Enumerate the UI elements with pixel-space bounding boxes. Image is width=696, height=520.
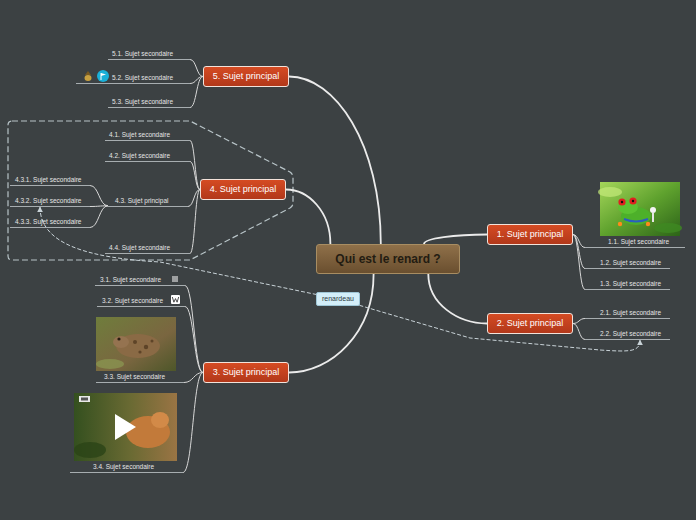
branch-line [185,307,203,373]
subtopic: 1.1. Sujet secondaire [585,236,685,248]
topic-text: 5.1. Sujet secondaire [112,50,173,58]
branch-line [573,235,585,290]
subtopic: 3.4. Sujet secondaire [70,461,183,473]
topic-text: 4.3.1. Sujet secondaire [15,176,82,184]
branch-line [286,190,330,245]
subtopic: 3.2. Sujet secondaire [97,295,185,307]
branch-line [190,60,203,77]
main-topic: 4. Sujet principal [200,179,286,200]
branch-line [184,373,203,383]
branch-line [289,77,381,245]
branch-line [573,324,585,340]
relationship-line [40,207,640,351]
topic-text: 5.3. Sujet secondaire [112,98,173,106]
topic-text: 4.3.2. Sujet secondaire [15,197,82,205]
topic-text: 5. Sujet principal [213,71,280,82]
topic-text: 1.1. Sujet secondaire [608,238,669,246]
boundary [8,121,293,260]
subtopic: 4.3.2. Sujet secondaire [10,195,90,207]
branch-line [289,274,374,373]
topic-text: 5.2. Sujet secondaire [112,74,173,82]
topic-text: 4.2. Sujet secondaire [109,152,170,160]
subtopic: 4.3.1. Sujet secondaire [10,174,90,186]
central-topic: Qui est le renard ? [316,244,460,274]
subtopic: 4.3. Sujet principal [108,195,188,207]
topic-text: 1. Sujet principal [497,229,564,240]
subtopic: 4.3.3. Sujet secondaire [10,216,90,228]
topic-text: 2. Sujet principal [497,318,564,329]
topic-text: 3.3. Sujet secondaire [104,373,165,381]
relationship-label: renardeau [316,292,360,306]
subtopic: 5.3. Sujet secondaire [108,96,190,108]
subtopic: 4.1. Sujet secondaire [105,129,190,141]
subtopic: 4.2. Sujet secondaire [105,150,190,162]
topic-text: 1.2. Sujet secondaire [600,259,661,267]
subtopic: 1.2. Sujet secondaire [585,257,670,269]
main-topic: 5. Sujet principal [203,66,289,87]
subtopic: 2.2. Sujet secondaire [585,328,670,340]
wikipedia-icon [171,295,180,304]
main-topic: 3. Sujet principal [203,362,289,383]
subtopic: 5.2. Sujet secondaire [76,72,190,84]
topic-text: 3. Sujet principal [213,367,280,378]
topic-text: 3.4. Sujet secondaire [93,463,154,471]
frog-picture [598,182,682,236]
subtopic: 4.4. Sujet secondaire [105,242,190,254]
topic-text: 3.1. Sujet secondaire [100,276,161,284]
topic-text: 4.1. Sujet secondaire [109,131,170,139]
video-thumbnail [74,393,177,461]
subtopic: 3.3. Sujet secondaire [96,371,184,383]
branch-line [190,77,203,108]
topic-text: 1.3. Sujet secondaire [600,280,661,288]
topic-text: 4.3. Sujet principal [115,197,168,205]
branch-line [190,162,200,190]
topic-text: Qui est le renard ? [335,252,440,266]
toad-picture [96,317,176,371]
branch-line [424,235,487,245]
subtopic: 5.1. Sujet secondaire [108,48,190,60]
branch-line [90,186,108,206]
topic-text: 4.3.3. Sujet secondaire [15,218,82,226]
branch-line [190,190,200,254]
main-topic: 1. Sujet principal [487,224,573,245]
branch-line [190,141,200,190]
branch-line [90,206,108,228]
branch-line [573,319,585,324]
topic-text: 4.4. Sujet secondaire [109,244,170,252]
branch-line [428,274,487,324]
topic-text: 2.1. Sujet secondaire [600,309,661,317]
notes-icon [172,277,178,282]
main-topic: 2. Sujet principal [487,313,573,334]
branch-line [183,373,203,473]
topic-text: 4. Sujet principal [210,184,277,195]
subtopic: 1.3. Sujet secondaire [585,278,670,290]
branch-line [185,286,203,373]
subtopic: 3.1. Sujet secondaire [95,274,185,286]
topic-text: 2.2. Sujet secondaire [600,330,661,338]
topic-text: 3.2. Sujet secondaire [102,297,163,305]
subtopic: 2.1. Sujet secondaire [585,307,670,319]
